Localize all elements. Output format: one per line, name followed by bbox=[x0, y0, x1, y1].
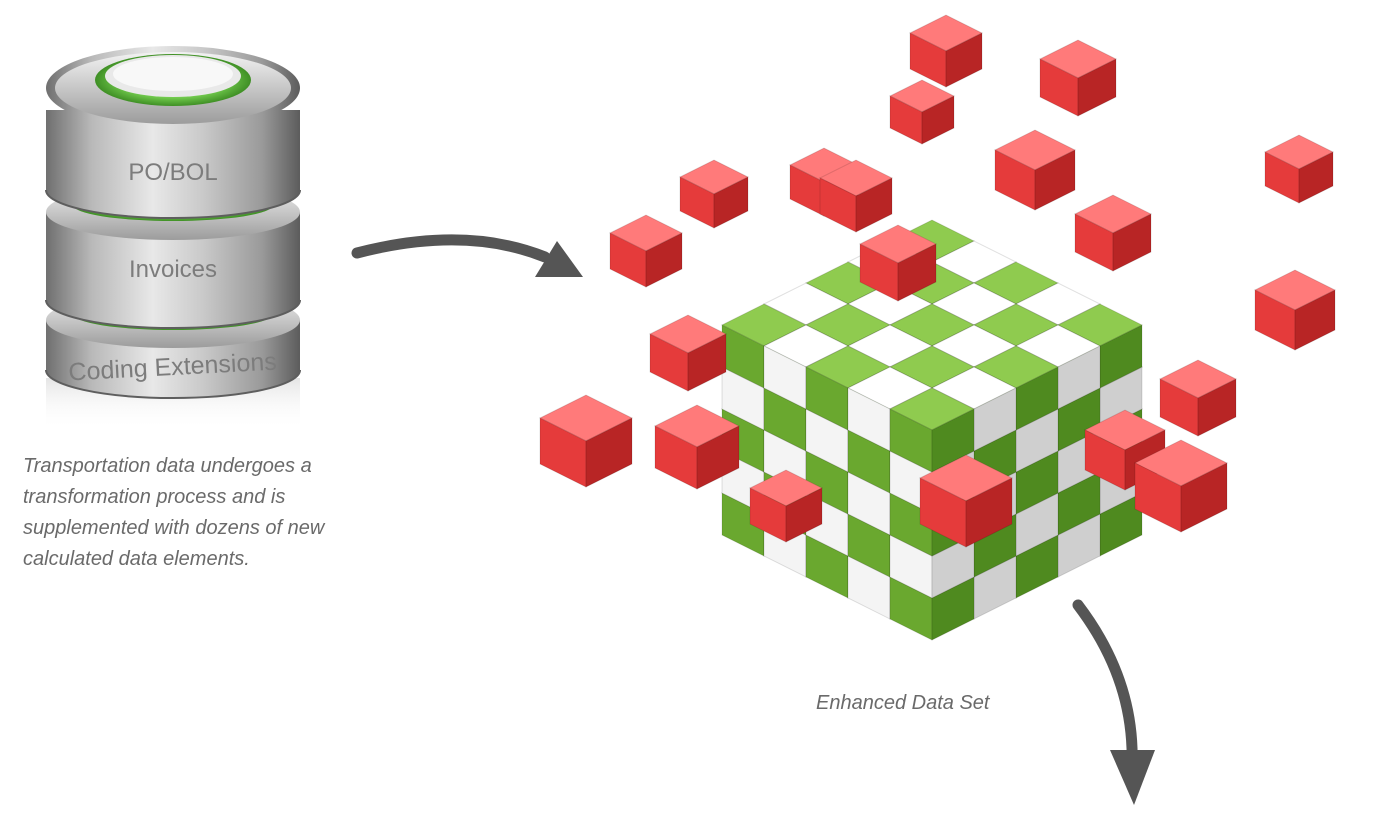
red-block bbox=[818, 159, 894, 233]
red-block bbox=[608, 214, 684, 288]
database-illustration: PO/BOL Invoices Coding Extensions bbox=[0, 0, 380, 440]
red-block bbox=[918, 454, 1014, 548]
transform-caption: Transportation data undergoes a transfor… bbox=[23, 455, 325, 570]
red-block bbox=[1073, 194, 1153, 272]
red-block bbox=[1253, 269, 1337, 351]
db-layer-label-2: Invoices bbox=[129, 256, 217, 283]
red-block bbox=[888, 79, 956, 145]
red-block bbox=[858, 224, 938, 302]
cube-illustration bbox=[520, 0, 1384, 760]
red-block bbox=[1038, 39, 1118, 117]
red-block bbox=[653, 404, 741, 490]
red-block bbox=[648, 314, 728, 392]
enhanced-caption: Enhanced Data Set bbox=[816, 692, 990, 714]
flow-arrow-down bbox=[1050, 590, 1180, 820]
red-block bbox=[993, 129, 1077, 211]
red-block bbox=[538, 394, 634, 488]
red-block bbox=[1133, 439, 1229, 533]
db-layer-label-1: PO/BOL bbox=[128, 159, 217, 186]
red-block bbox=[1158, 359, 1238, 437]
red-block bbox=[1263, 134, 1335, 204]
red-block bbox=[908, 14, 984, 88]
red-block bbox=[748, 469, 824, 543]
flow-arrow-right bbox=[345, 215, 595, 295]
red-block bbox=[678, 159, 750, 229]
